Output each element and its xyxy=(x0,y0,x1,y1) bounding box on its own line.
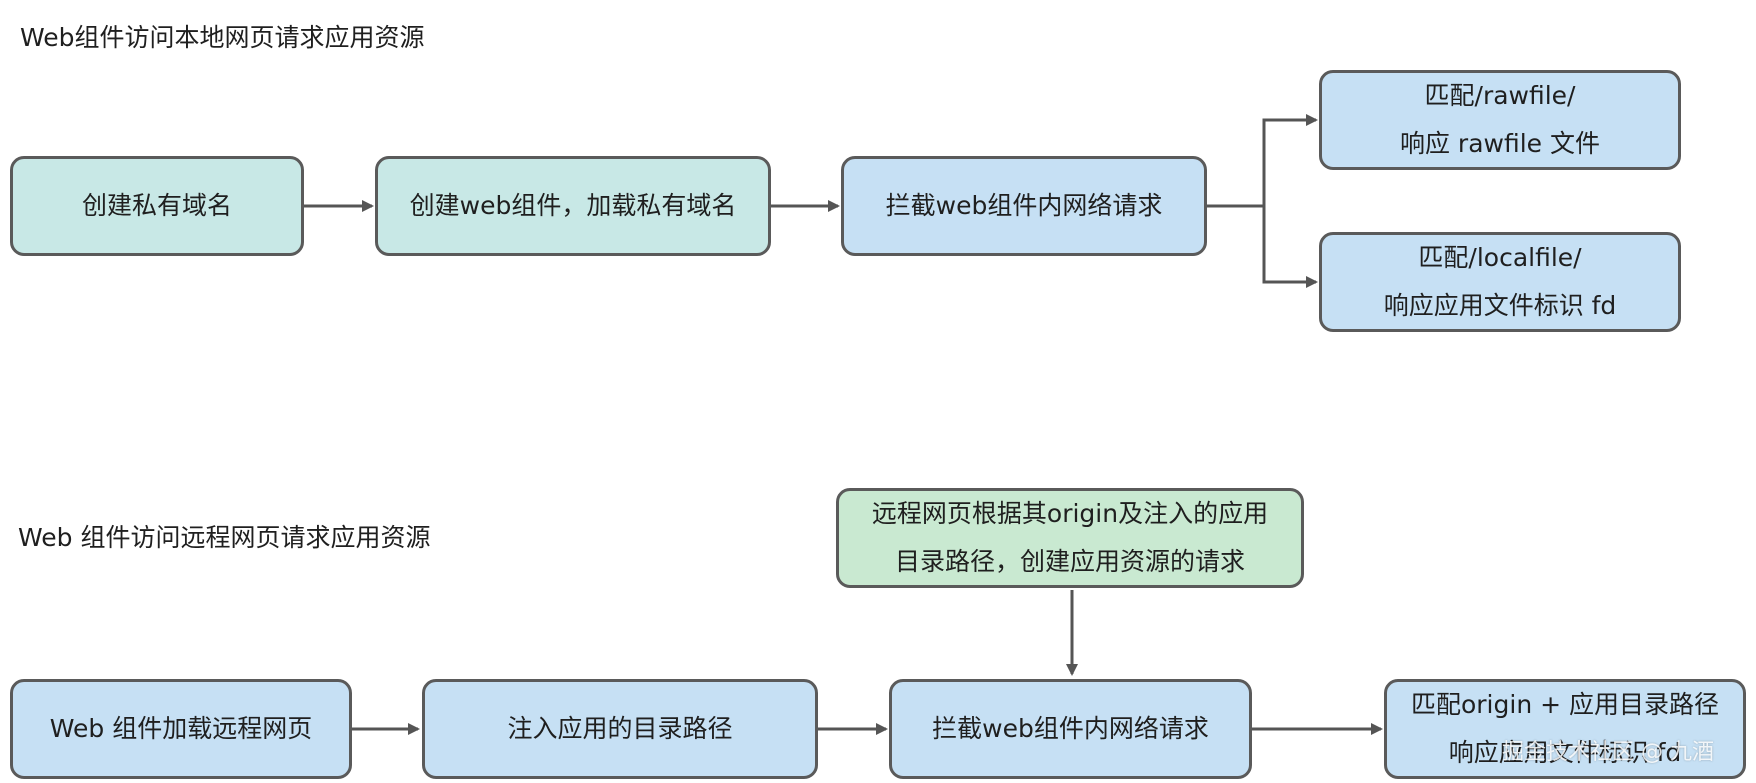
arrow-intercept-to-rawfile xyxy=(1207,114,1318,208)
intercept-node-2: 拦截web组件内网络请求 xyxy=(889,679,1252,779)
remote-line2: 目录路径，创建应用资源的请求 xyxy=(894,547,1245,576)
intercept-label-2: 拦截web组件内网络请求 xyxy=(932,714,1209,743)
create-domain-node: 创建私有域名 xyxy=(10,156,304,256)
arrow-intercept-to-localfile xyxy=(1262,206,1318,288)
load-remote-node: Web 组件加载远程网页 xyxy=(10,679,352,779)
create-web-node: 创建web组件，加载私有域名 xyxy=(375,156,771,256)
match-origin-node: 匹配origin + 应用目录路径 响应应用文件标识 fd xyxy=(1384,679,1746,779)
create-domain-label: 创建私有域名 xyxy=(81,191,232,220)
intercept-node-1: 拦截web组件内网络请求 xyxy=(841,156,1207,256)
load-remote-label: Web 组件加载远程网页 xyxy=(49,714,313,743)
diagram2-title: Web 组件访问远程网页请求应用资源 xyxy=(18,523,431,552)
remote-request-node: 远程网页根据其origin及注入的应用 目录路径，创建应用资源的请求 xyxy=(836,488,1304,588)
intercept-label-1: 拦截web组件内网络请求 xyxy=(885,191,1163,220)
watermark-text: 掘金技术社区 @ 九酒 xyxy=(1502,740,1714,765)
rawfile-line1: 匹配/rawfile/ xyxy=(1424,81,1576,110)
inject-label: 注入应用的目录路径 xyxy=(507,714,733,743)
create-web-label: 创建web组件，加载私有域名 xyxy=(409,191,737,220)
localfile-line1: 匹配/localfile/ xyxy=(1418,243,1582,272)
match-line2: 响应应用文件标识 fd xyxy=(1448,738,1682,767)
localfile-node: 匹配/localfile/ 响应应用文件标识 fd xyxy=(1319,232,1681,332)
match-line1: 匹配origin + 应用目录路径 xyxy=(1410,690,1720,719)
inject-node: 注入应用的目录路径 xyxy=(422,679,818,779)
rawfile-line2: 响应 rawfile 文件 xyxy=(1399,129,1600,158)
rawfile-node: 匹配/rawfile/ 响应 rawfile 文件 xyxy=(1319,70,1681,170)
diagram1-title: Web组件访问本地网页请求应用资源 xyxy=(20,23,425,52)
remote-line1: 远程网页根据其origin及注入的应用 xyxy=(871,499,1269,528)
localfile-line2: 响应应用文件标识 fd xyxy=(1383,291,1617,320)
